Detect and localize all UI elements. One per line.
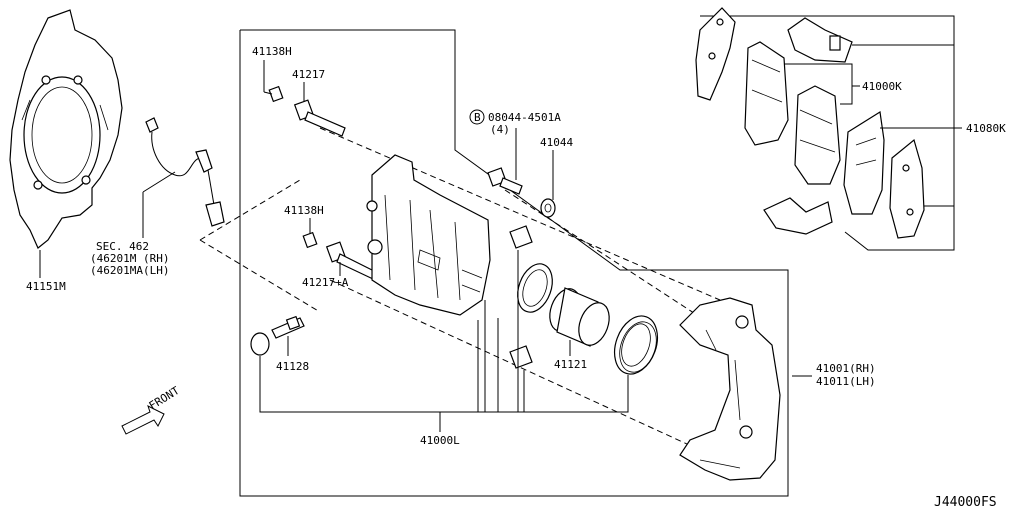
pad-kit-frame (700, 15, 955, 251)
bolt-cap-top-part-number: 41138H (252, 45, 292, 58)
bolt-qualifier-circle (469, 109, 485, 125)
hose-rh-part-number: (46201M (RH) (90, 252, 169, 265)
pad-clip-lower (763, 197, 833, 235)
drawing-number: J44000FS (934, 495, 997, 510)
hose-section-ref: SEC. 462 (96, 240, 149, 253)
front-arrow-icon (121, 405, 165, 435)
caliper-lh-part-number: 41011(LH) (816, 375, 876, 388)
mounting-bolt-part-number: 08044-4501A (488, 111, 561, 124)
shim-left-part (695, 7, 736, 101)
piston-seal-ring (517, 263, 553, 313)
mounting-bolt-quantity: (4) (490, 123, 510, 136)
washer-part (540, 198, 556, 218)
dust-shield-part (9, 9, 123, 249)
bleeder-part-number: 41128 (276, 360, 309, 373)
seal-kit-part-number: 41000L (420, 434, 460, 447)
shim-far-right-part (889, 138, 925, 239)
alignment-line-3 (199, 239, 321, 313)
caliper-body-part (366, 154, 491, 316)
seal-kit-leaders (259, 250, 629, 432)
bolt-cap-mid (302, 231, 318, 249)
washer-part-number: 41044 (540, 136, 573, 149)
pin-boot-lower (509, 345, 533, 369)
guide-pin-top (293, 99, 346, 137)
caliper-assembly-frame (239, 29, 789, 497)
hose-lh-part-number: (46201MA(LH) (90, 264, 169, 277)
bleeder-screw-part (250, 315, 305, 356)
front-direction-label: FRONT (147, 384, 182, 413)
brake-pad-inner (794, 85, 841, 185)
shim-right-part (843, 111, 885, 215)
bolt-cap-mid-part-number: 41138H (284, 204, 324, 217)
bolt-cap-top-leader-b (263, 91, 273, 95)
bolt-cap-top (268, 85, 284, 103)
pad-kit-leader (784, 63, 853, 105)
piston-part-number: 41121 (554, 358, 587, 371)
piston-part (549, 287, 610, 347)
pad-clip-upper (787, 17, 853, 63)
hardware-kit-part-number: 41080K (966, 122, 1006, 135)
hose-leader-2 (142, 171, 176, 193)
guide-pin-top-part-number: 41217 (292, 68, 325, 81)
shield-part-number: 41151M (26, 280, 66, 293)
pad-kit-part-number: 41000K (862, 80, 902, 93)
dust-boot-part (613, 315, 659, 375)
alignment-line-5 (504, 189, 721, 331)
guide-pin-lower-part-number: 41217+A (302, 276, 349, 289)
pin-boot-upper (509, 225, 533, 249)
brake-hose-part (145, 117, 225, 227)
alignment-line-1 (319, 127, 721, 301)
caliper-rh-part-number: 41001(RH) (816, 362, 876, 375)
mounting-bolt-part (487, 167, 523, 195)
brake-pad-outer (744, 41, 789, 146)
caliper-bracket-part (679, 297, 781, 481)
bolt-qualifier-letter: B (474, 111, 481, 124)
